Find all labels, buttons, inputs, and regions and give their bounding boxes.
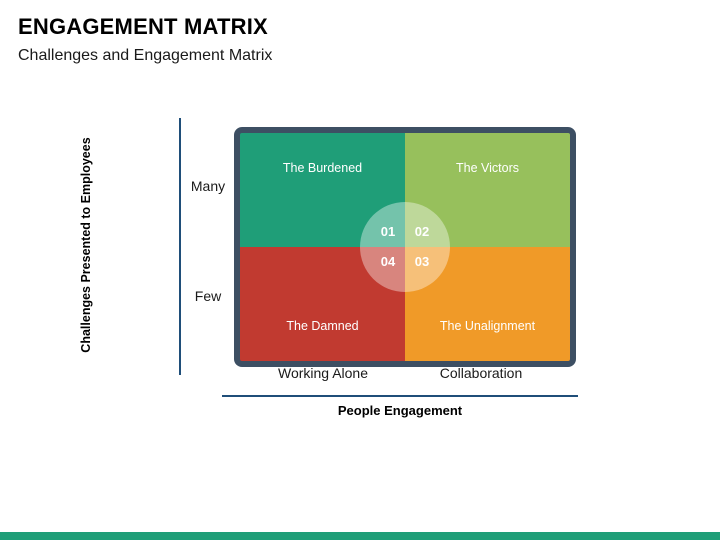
page-title: ENGAGEMENT MATRIX [18, 14, 268, 39]
quadrant-label-the-victors: The Victors [456, 161, 519, 175]
quadrant-label-the-burdened: The Burdened [282, 161, 363, 175]
x-tick-working-alone: Working Alone [277, 365, 368, 381]
quadrant-badge-02: 02 [414, 224, 430, 239]
quadrant-the-unalignment[interactable]: The Unalignment [405, 247, 570, 361]
x-axis-title: People Engagement [337, 403, 463, 418]
quadrant-the-victors[interactable]: The Victors [405, 133, 570, 247]
quadrant-label-the-damned: The Damned [286, 319, 359, 333]
y-tick-few: Few [194, 288, 222, 304]
x-tick-collaboration: Collaboration [439, 365, 523, 381]
slide-header: ENGAGEMENT MATRIX Challenges and Engagem… [18, 14, 698, 66]
page-subtitle: Challenges and Engagement Matrix [18, 47, 273, 65]
quadrant-badge-01: 01 [380, 224, 396, 239]
footer-accent-bar [0, 532, 720, 540]
quadrant-badge-04: 04 [380, 254, 396, 269]
y-axis-line [179, 118, 181, 375]
quadrant-badge-03: 03 [414, 254, 430, 269]
x-axis-line [222, 395, 578, 397]
quadrant-the-damned[interactable]: The Damned [240, 247, 405, 361]
y-tick-many: Many [190, 178, 226, 194]
matrix-grid: The Burdened The Victors The Damned The … [240, 133, 570, 361]
matrix-frame: The Burdened The Victors The Damned The … [234, 127, 576, 367]
y-axis-title: Challenges Presented to Employees [79, 137, 93, 353]
quadrant-the-burdened[interactable]: The Burdened [240, 133, 405, 247]
quadrant-label-the-unalignment: The Unalignment [439, 319, 536, 333]
